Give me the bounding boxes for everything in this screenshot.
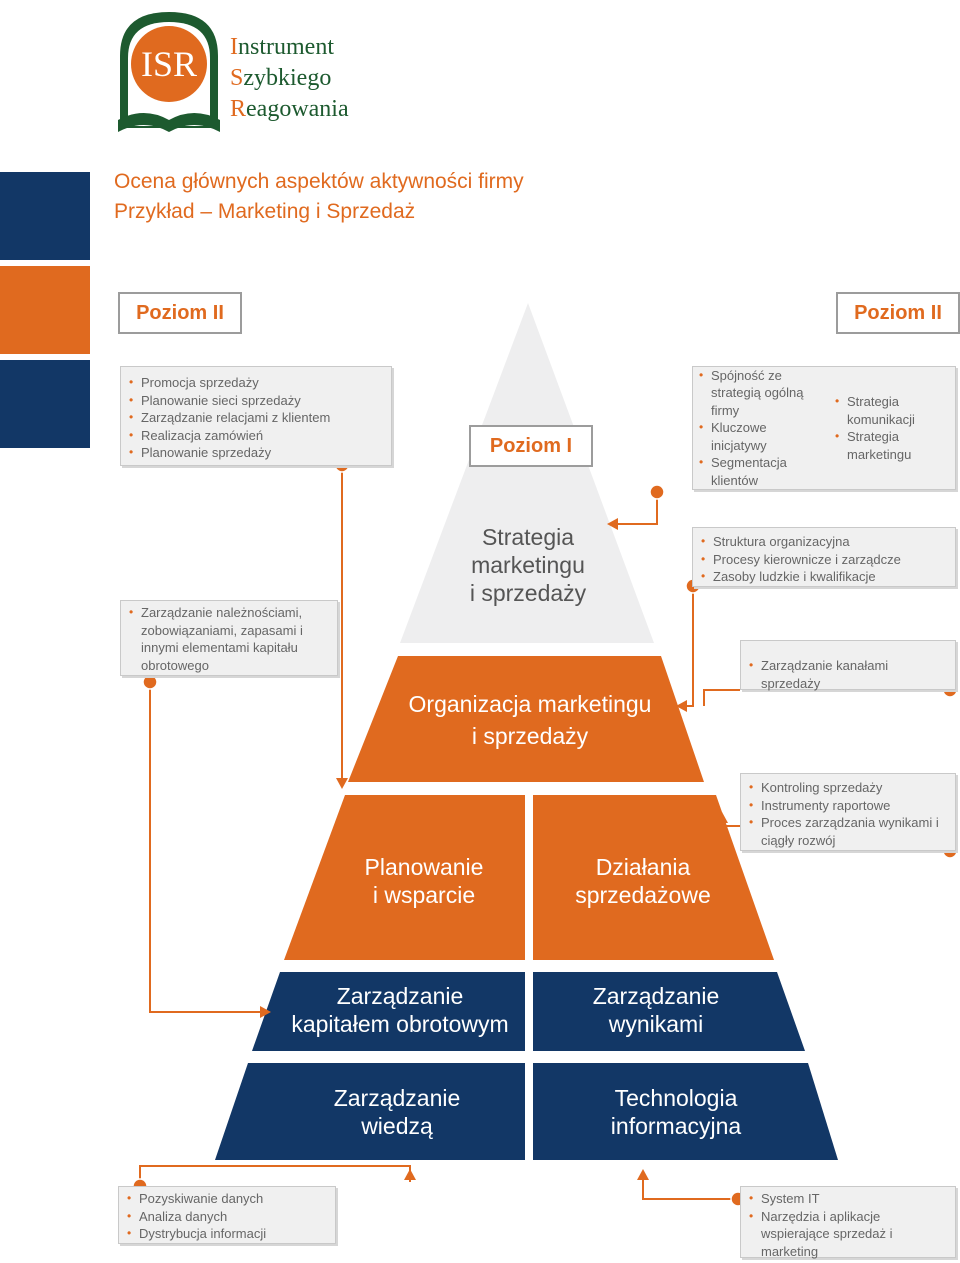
list-item: Zarządzanie należnościami, zobowiązaniam… bbox=[129, 604, 329, 674]
list-item: Proces zarządzania wynikami i ciągły roz… bbox=[749, 814, 947, 849]
list-item: Kontroling sprzedaży bbox=[749, 779, 947, 797]
list-item: Planowanie sieci sprzedaży bbox=[129, 392, 383, 410]
isr-logo-icon: ISR bbox=[118, 12, 220, 132]
list-item: Spójność ze strategią ogólną firmy bbox=[699, 367, 821, 420]
list-item: Zarządzanie kanałami sprzedaży bbox=[749, 657, 947, 692]
logo-line-1: Instrument bbox=[230, 34, 334, 60]
list-item: Pozyskiwanie danych bbox=[127, 1190, 327, 1208]
list-item: Zarządzanie relacjami z klientem bbox=[129, 409, 383, 427]
organization-box: Struktura organizacyjna Procesy kierowni… bbox=[692, 527, 956, 587]
pyramid-tier4-right-shape bbox=[533, 972, 805, 1051]
level-tag-left: Poziom II bbox=[118, 292, 242, 334]
pyramid-tier1-shape bbox=[400, 303, 654, 643]
knowledge-box: Pozyskiwanie danych Analiza danych Dystr… bbox=[118, 1186, 336, 1244]
list-item: Segmentacja klientów bbox=[699, 454, 821, 489]
working-capital-box: Zarządzanie należnościami, zobowiązaniam… bbox=[120, 600, 338, 676]
list-item: Kluczowe inicjatywy bbox=[699, 419, 821, 454]
list-item: Promocja sprzedaży bbox=[129, 374, 383, 392]
logo-line-3: Reagowania bbox=[230, 96, 349, 122]
list-item: Dystrybucja informacji bbox=[127, 1225, 327, 1243]
list-item: Struktura organizacyjna bbox=[701, 533, 947, 551]
pyramid-tier4-left-shape bbox=[252, 972, 525, 1051]
sidebar-bar-navy-top bbox=[0, 172, 90, 260]
pyramid-tier5-left-shape bbox=[215, 1063, 525, 1160]
list-item: Strategia komunikacji bbox=[835, 393, 945, 428]
list-item: Narzędzia i aplikacje wspierające sprzed… bbox=[749, 1208, 947, 1261]
channels-box: Zarządzanie kanałami sprzedaży bbox=[740, 640, 956, 692]
controlling-box: Kontroling sprzedaży Instrumenty raporto… bbox=[740, 773, 956, 851]
sidebar-bar-orange bbox=[0, 266, 90, 354]
list-item: Instrumenty raportowe bbox=[749, 797, 947, 815]
pyramid-tier5-right-shape bbox=[533, 1063, 838, 1160]
strategy-box: Spójność ze strategią ogólną firmy Klucz… bbox=[692, 366, 956, 490]
logo-line-2: Szybkiego bbox=[230, 65, 332, 91]
list-item: Planowanie sprzedaży bbox=[129, 444, 383, 462]
logo-monogram: ISR bbox=[141, 44, 197, 84]
page-title: Ocena głównych aspektów aktywności firmy bbox=[114, 170, 524, 193]
pyramid-tier3-left-shape bbox=[284, 795, 525, 960]
list-item: Zasoby ludzkie i kwalifikacje bbox=[701, 568, 947, 586]
pyramid-tier2-shape bbox=[348, 656, 704, 782]
list-item: Strategia marketingu bbox=[835, 428, 945, 463]
list-item: Analiza danych bbox=[127, 1208, 327, 1226]
list-item: Procesy kierownicze i zarządcze bbox=[701, 551, 947, 569]
list-item: Realizacja zamówień bbox=[129, 427, 383, 445]
list-item: System IT bbox=[749, 1190, 947, 1208]
logo-wordmark: Instrument Szybkiego Reagowania bbox=[230, 32, 349, 125]
connector-arrowheads bbox=[260, 518, 728, 1180]
page-subtitle: Przykład – Marketing i Sprzedaż bbox=[114, 200, 416, 223]
sidebar-bar-navy-bottom bbox=[0, 360, 90, 448]
it-box: System IT Narzędzia i aplikacje wspieraj… bbox=[740, 1186, 956, 1261]
pyramid-tier3-right-shape bbox=[533, 795, 774, 960]
level-tag-right: Poziom II bbox=[836, 292, 960, 334]
level-tag-center: Poziom I bbox=[469, 425, 593, 467]
sales-operations-box: Promocja sprzedaży Planowanie sieci sprz… bbox=[120, 366, 392, 466]
